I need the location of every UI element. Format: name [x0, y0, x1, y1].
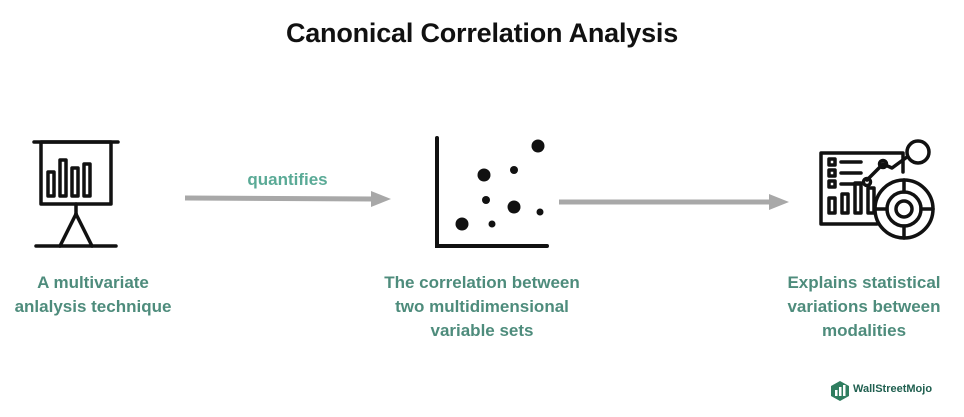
node-1-caption: A multivariate anlalysis technique — [0, 271, 186, 319]
scatter-plot-icon — [435, 136, 549, 248]
analytics-dashboard-icon — [819, 139, 935, 240]
node-3-caption: Explains statistical variations between … — [764, 271, 964, 343]
explains-arrow — [559, 194, 789, 210]
node-3-caption-line-1: Explains statistical — [787, 273, 941, 292]
node-2-caption: The correlation between two multidimensi… — [350, 271, 614, 343]
node-1-caption-line-2: anlalysis technique — [14, 297, 172, 316]
node-2-caption-line-1: The correlation between — [384, 273, 580, 292]
node-3-caption-line-2: variations between — [787, 297, 941, 316]
brand-watermark: WallStreetMojo — [829, 378, 959, 404]
quantifies-label: quantifies — [247, 170, 328, 189]
node-2-caption-line-2: two multidimensional — [395, 297, 569, 316]
quantifies-arrow — [184, 191, 391, 207]
node-1-caption-line-1: A multivariate — [37, 273, 149, 292]
brand-name: WallStreetMojo — [853, 383, 933, 395]
diagram-title: Canonical Correlation Analysis — [285, 18, 679, 48]
presentation-board-icon — [32, 140, 120, 248]
node-3-caption-line-3: modalities — [821, 321, 907, 340]
node-2-caption-line-3: variable sets — [430, 321, 534, 340]
wallstreetmojo-logo-icon — [831, 381, 849, 401]
